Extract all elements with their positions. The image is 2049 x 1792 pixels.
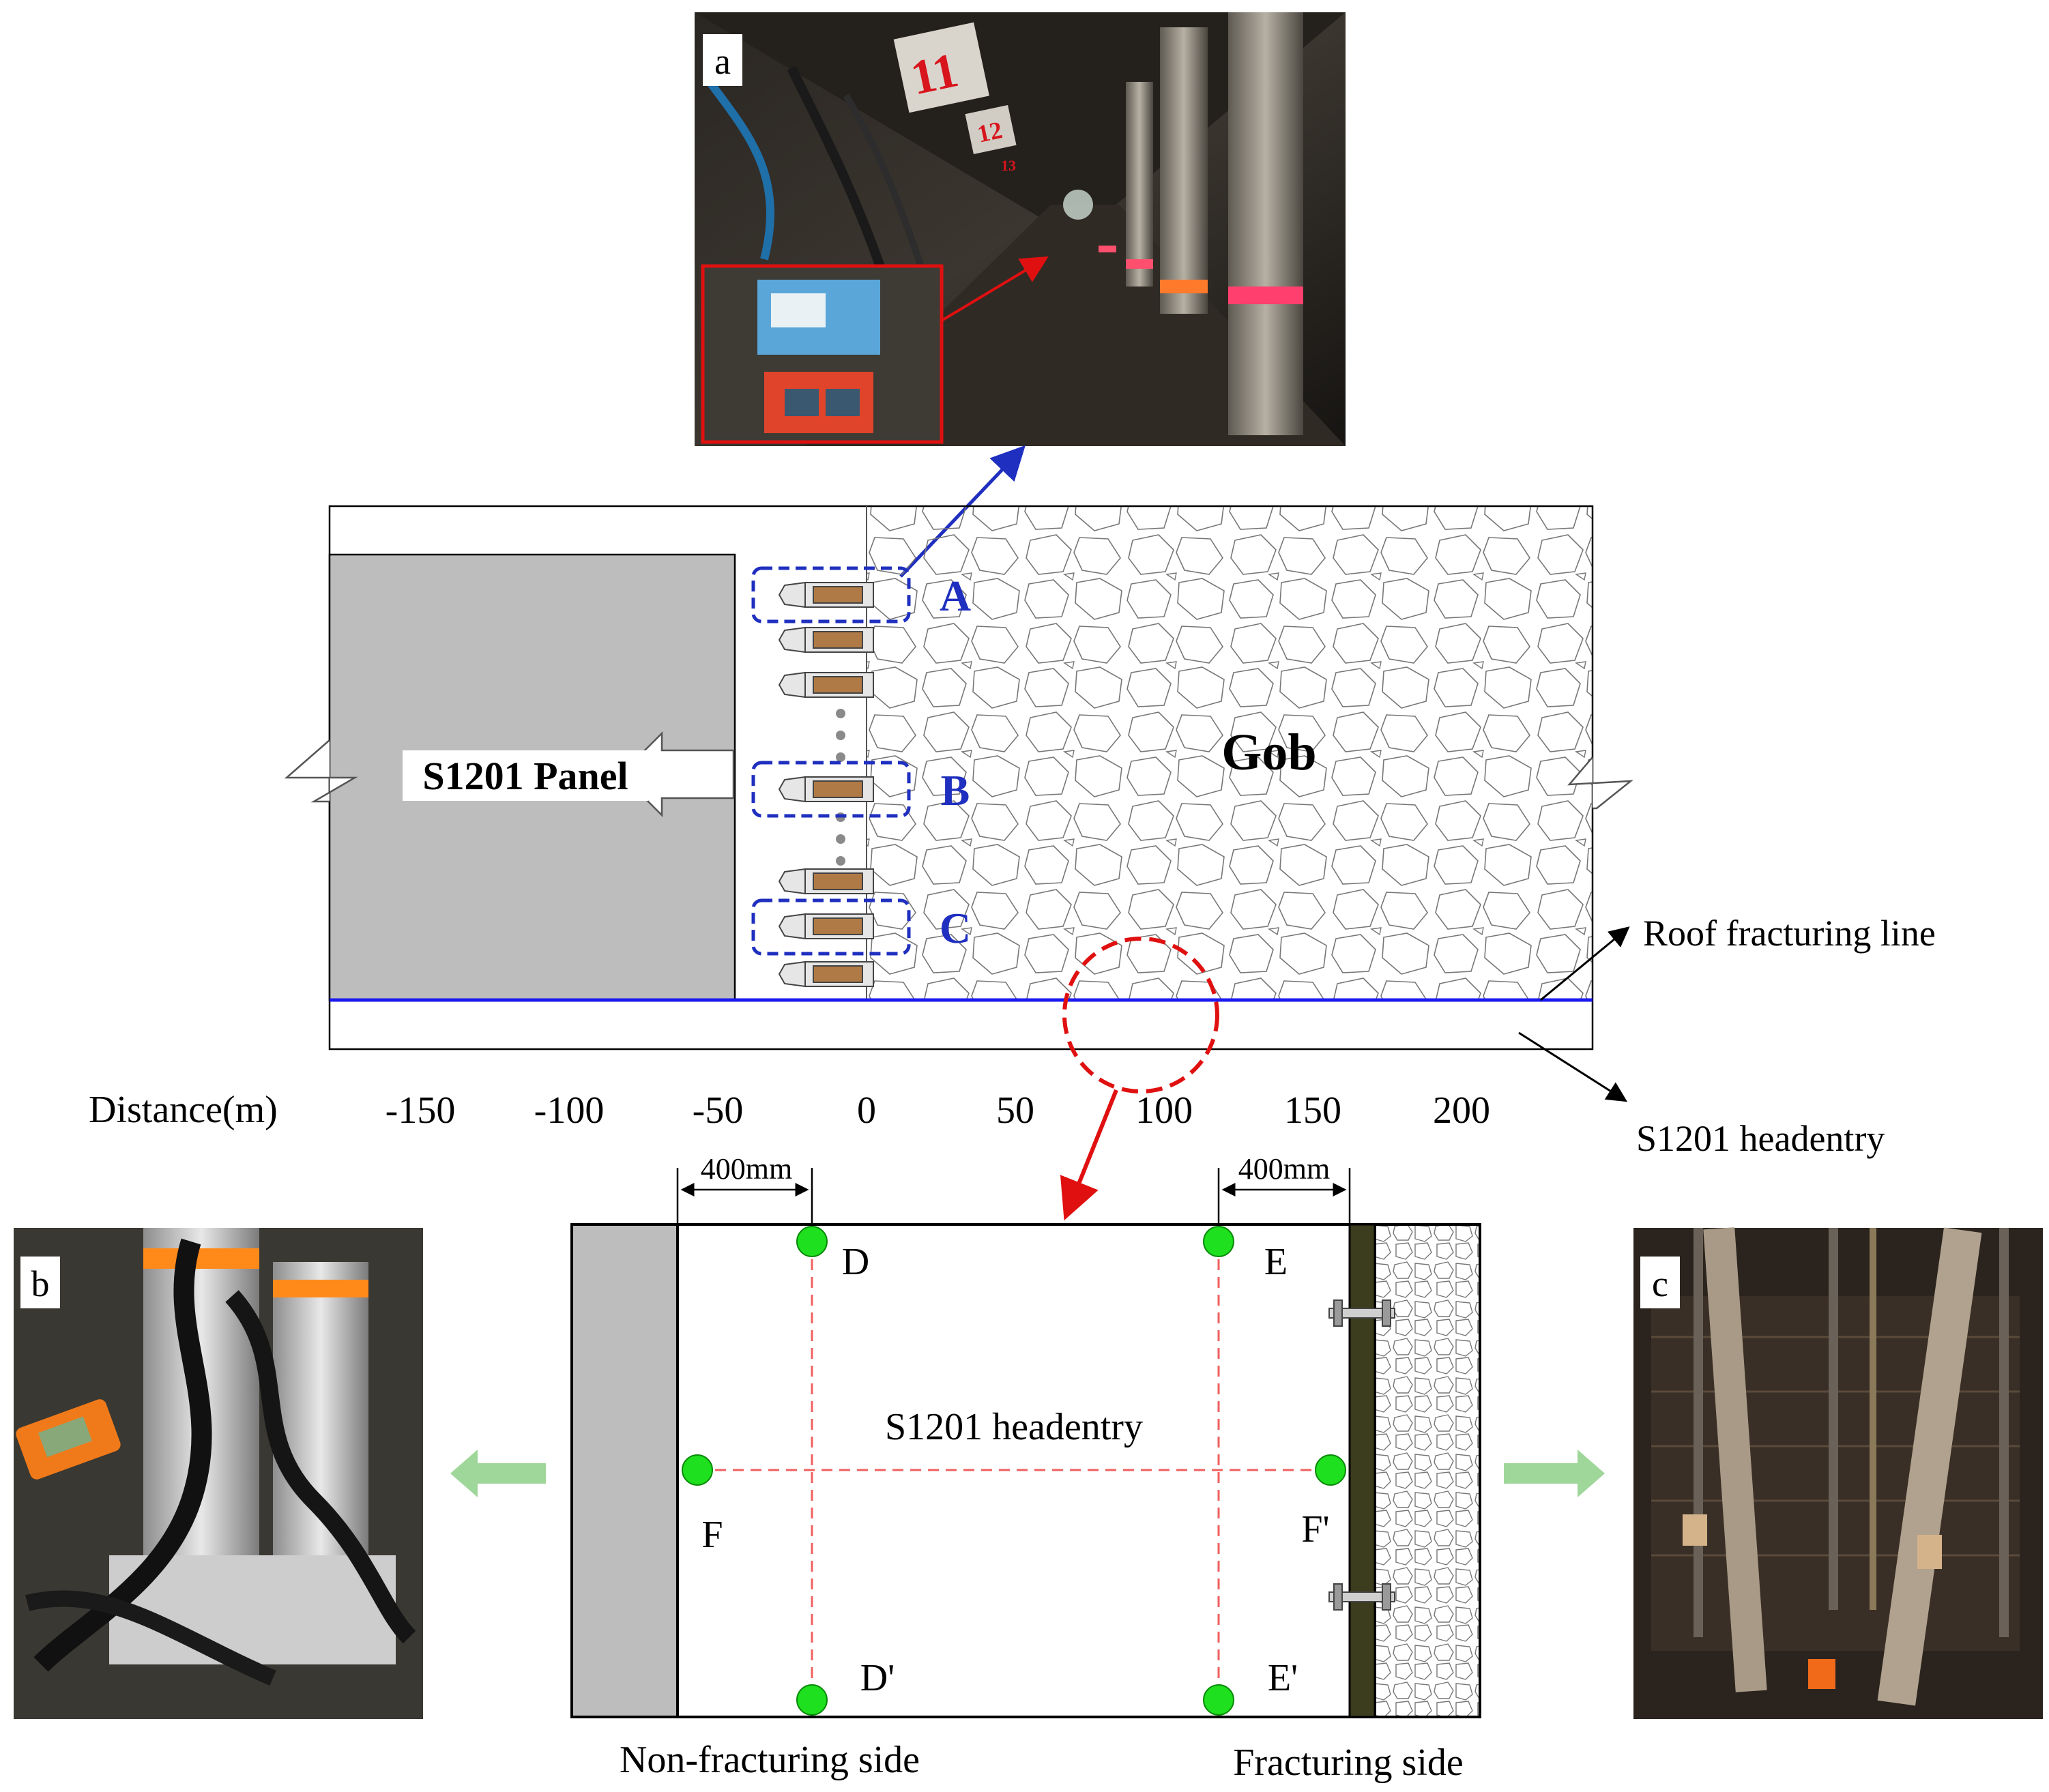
measuring-point-d-prime — [796, 1684, 828, 1716]
fracturing-wall — [1348, 1223, 1376, 1718]
photo-a: 11 12 13 a — [695, 12, 1346, 446]
point-label-d: D — [842, 1241, 869, 1283]
right-green-arrow — [1504, 1450, 1605, 1497]
distance-tick-label: 100 — [1135, 1089, 1193, 1132]
photo-c-label: c — [1652, 1263, 1668, 1304]
photo-b: b — [14, 1228, 423, 1719]
fracturing-side-label: Fracturing side — [1233, 1742, 1463, 1784]
support-unit — [778, 776, 874, 803]
plan-view: A B C S1201 Panel Gob — [284, 505, 1633, 1051]
station-box-b — [751, 761, 911, 818]
distance-tick-label: -100 — [534, 1089, 605, 1132]
support-unit — [778, 626, 874, 653]
measuring-point-f — [682, 1454, 713, 1486]
station-box-a — [751, 566, 911, 623]
photo-a-label: a — [714, 41, 731, 82]
coal-side-block — [570, 1223, 679, 1718]
gob-area — [867, 506, 1593, 1000]
measuring-point-e-prime — [1203, 1684, 1234, 1716]
distance-axis-ticks: -150 -100 -50 0 50 100 150 200 — [386, 1089, 1490, 1132]
photo-b-label: b — [31, 1263, 50, 1304]
break-symbol-left — [284, 739, 358, 803]
support-number-11: 11 — [906, 42, 963, 105]
point-label-e: E — [1264, 1241, 1288, 1283]
support-units — [778, 581, 874, 988]
point-label-e-prime: E' — [1268, 1657, 1298, 1699]
anchor-bolt — [1328, 1583, 1395, 1611]
left-green-arrow — [450, 1450, 546, 1497]
station-label-c: C — [940, 904, 971, 952]
roof-fracturing-line-label: Roof fracturing line — [1643, 913, 1936, 954]
gob-side-rubble — [1374, 1223, 1481, 1718]
detail-title: S1201 headentry — [885, 1406, 1143, 1448]
station-label-a: A — [940, 572, 971, 620]
distance-tick-label: 150 — [1284, 1089, 1341, 1132]
break-symbol-right — [1567, 757, 1633, 810]
measuring-point-d — [796, 1226, 828, 1257]
point-label-f: F — [701, 1514, 723, 1556]
roof-line-pointer — [1540, 926, 1630, 1001]
station-box-c — [751, 898, 911, 956]
support-number-13: 13 — [1001, 157, 1016, 174]
point-label-f-prime: F' — [1301, 1508, 1329, 1551]
dimension-right: 400mm — [1238, 1152, 1330, 1186]
panel-label: S1201 Panel — [422, 754, 628, 798]
headentry-label: S1201 headentry — [1636, 1118, 1885, 1159]
distance-tick-label: -150 — [386, 1089, 456, 1132]
distance-tick-label: 200 — [1433, 1089, 1490, 1132]
distance-tick-label: -50 — [693, 1089, 744, 1132]
support-unit — [778, 581, 874, 608]
distance-tick-label: 50 — [996, 1089, 1034, 1132]
measuring-point-e — [1203, 1226, 1234, 1257]
support-unit — [778, 671, 874, 699]
support-number-12: 12 — [975, 116, 1005, 148]
point-label-d-prime: D' — [860, 1657, 895, 1699]
station-label-b: B — [941, 766, 970, 814]
support-unit — [778, 960, 874, 988]
headentry-pointer — [1518, 1031, 1628, 1102]
distance-axis-label: Distance(m) — [89, 1089, 278, 1131]
detail-callout-circle — [1062, 937, 1219, 1093]
measuring-point-f-prime — [1315, 1454, 1346, 1486]
headentry-detail: 400mm 400mm D E F F' D' E' S1201 headent… — [570, 1152, 1481, 1718]
support-unit — [778, 913, 874, 940]
anchor-bolt — [1328, 1299, 1395, 1327]
photo-c: c — [1633, 1227, 2043, 1719]
gob-label: Gob — [1221, 724, 1316, 781]
support-unit — [778, 868, 874, 895]
distance-tick-label: 0 — [857, 1089, 876, 1132]
non-fracturing-side-label: Non-fracturing side — [620, 1739, 920, 1781]
detail-callout-arrow — [1060, 1089, 1118, 1221]
dimension-left: 400mm — [701, 1152, 792, 1186]
